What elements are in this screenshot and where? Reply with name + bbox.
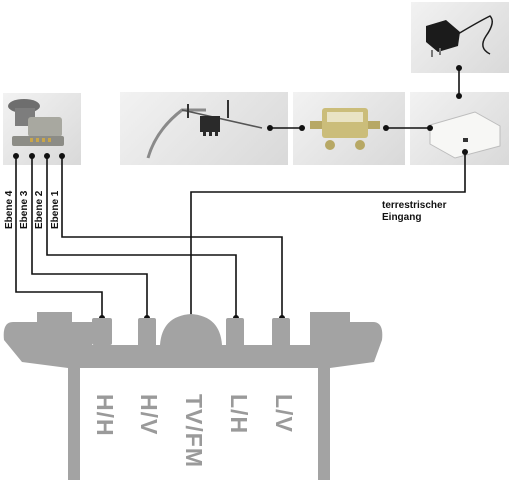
amplifier-icon xyxy=(429,111,501,159)
terrestrial-input-line1: terrestrischer xyxy=(382,200,447,211)
cable-lines xyxy=(15,68,466,318)
terrestrial-input-line2: Eingang xyxy=(382,212,422,223)
port-label-tvfm: TV/FM xyxy=(181,394,207,468)
power-supply-icon xyxy=(426,15,493,57)
level-label-1: Ebene 1 xyxy=(50,190,61,229)
cable-endpoints xyxy=(13,65,468,321)
level-label-2: Ebene 2 xyxy=(34,190,45,229)
port-label-lv: L/V xyxy=(271,394,297,433)
level-label-3: Ebene 3 xyxy=(19,190,30,229)
port-label-hv: H/V xyxy=(136,394,162,436)
level-label-4: Ebene 4 xyxy=(4,190,15,229)
multiswitch-icon xyxy=(3,312,383,480)
port-label-hh: H/H xyxy=(92,394,118,437)
quattro-lnb-icon xyxy=(8,99,64,146)
port-label-lh: L/H xyxy=(226,394,252,435)
splitter-icon xyxy=(310,108,380,150)
terrestrial-input-label: terrestrischer Eingang xyxy=(382,200,446,224)
terrestrial-antenna-icon xyxy=(146,100,263,159)
